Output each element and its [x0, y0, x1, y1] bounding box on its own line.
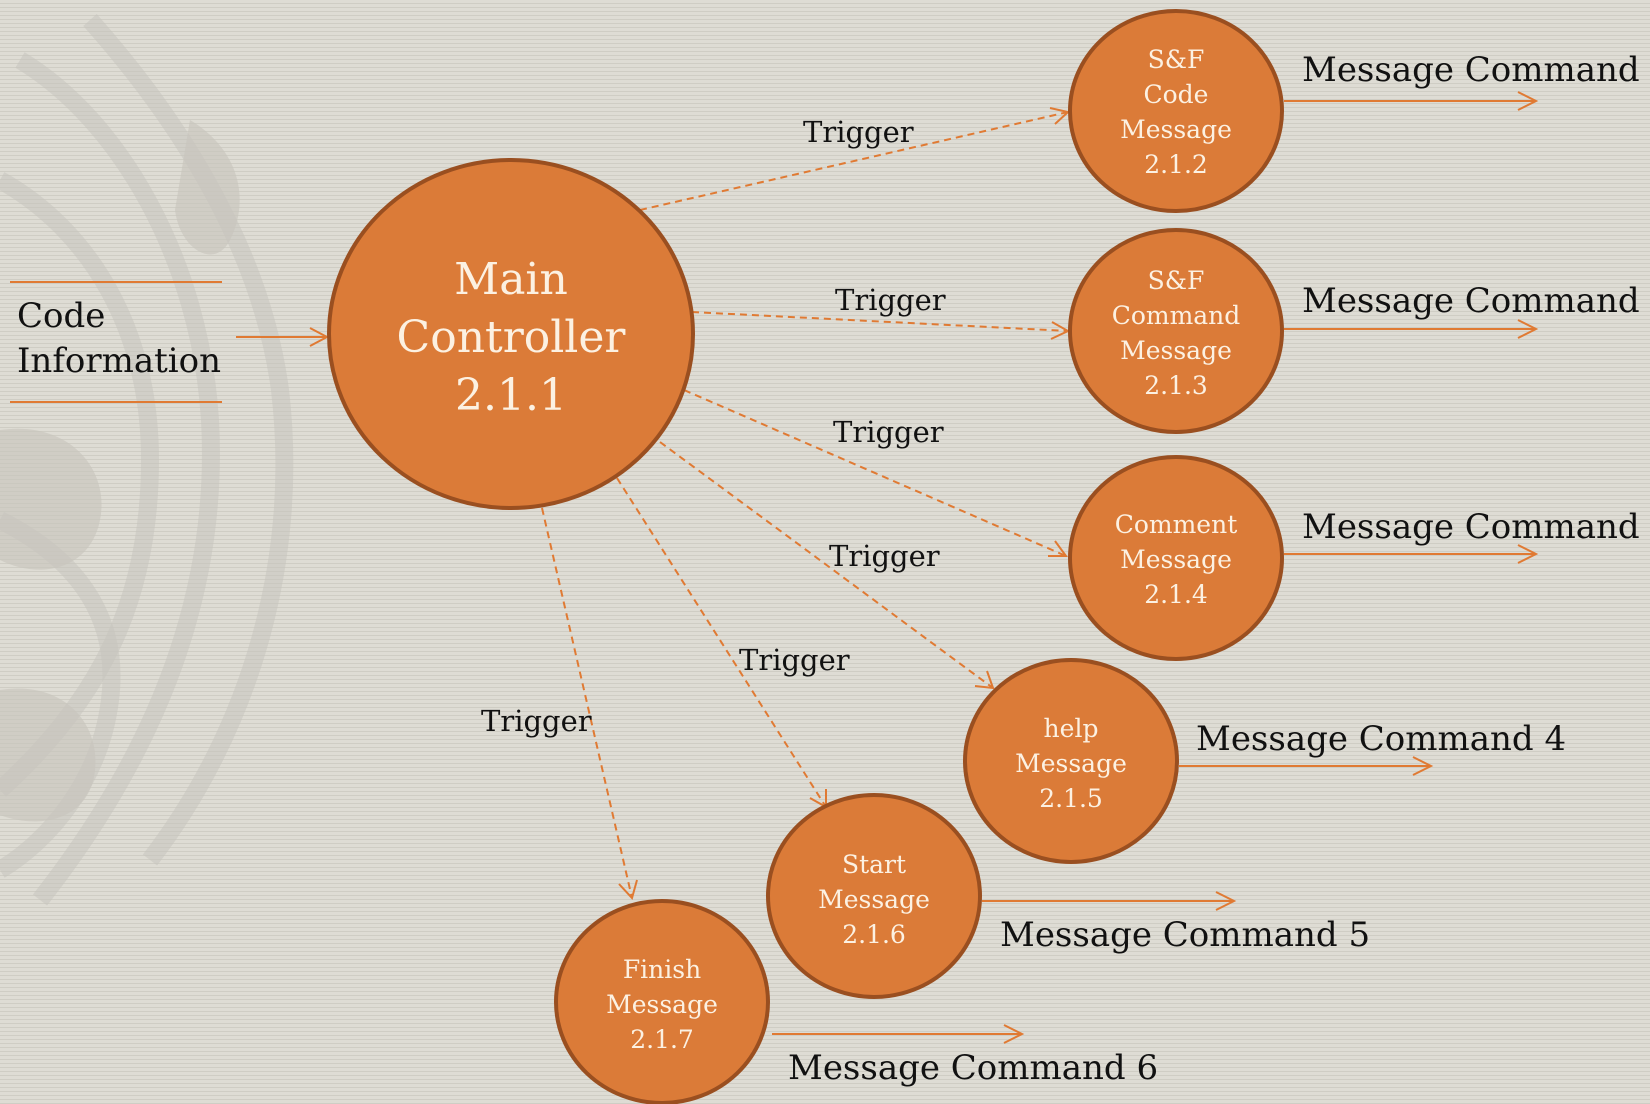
output-label-3: Message Command 3 [1302, 507, 1650, 547]
process-node-label-line: Finish [623, 955, 701, 984]
process-node-circle [1068, 455, 1284, 661]
trigger-label: Trigger [739, 643, 850, 677]
trigger-arrowhead-2-1-4 [1048, 540, 1068, 557]
input-store: Code Information [10, 281, 330, 403]
process-node-circle [963, 658, 1179, 864]
trigger-label: Trigger [829, 539, 940, 573]
output-arrowhead-4 [1412, 756, 1434, 776]
output-label-4: Message Command 4 [1196, 719, 1566, 759]
trigger-edges [541, 107, 1071, 900]
process-node-label-line: help [1044, 714, 1099, 743]
trigger-edge-2-1-4 [683, 389, 1067, 557]
input-label-line-2: Information [17, 341, 221, 381]
main-controller-circle [327, 158, 695, 510]
output-arrowhead-2 [1517, 319, 1539, 339]
output-labels: Message Command 1 Message Command 2 Mess… [788, 50, 1650, 1088]
process-node-label-line: 2.1.4 [1144, 580, 1208, 609]
process-node-circle [554, 899, 770, 1104]
trigger-edge-2-1-2 [639, 111, 1069, 211]
trigger-edge-2-1-7 [541, 507, 633, 899]
trigger-edge-2-1-5 [659, 441, 994, 689]
output-arrows [772, 91, 1539, 1044]
main-controller-label-line-2: Controller [397, 312, 627, 363]
input-arrowhead [309, 327, 330, 347]
main-controller-label-line-1: Main [454, 254, 568, 305]
process-node-2-1-7: Finish Message 2.1.7 [554, 899, 770, 1104]
input-label-line-1: Code [17, 296, 105, 336]
process-node-label-line: S&F [1148, 266, 1205, 295]
output-arrowhead-5 [1215, 891, 1237, 911]
trigger-edge-2-1-6 [616, 477, 827, 808]
process-node-label-line: Message [606, 990, 718, 1019]
trigger-labels: Trigger Trigger Trigger Trigger Trigger … [481, 115, 946, 738]
process-node-label-line: 2.1.6 [842, 920, 906, 949]
process-node-label-line: 2.1.2 [1144, 150, 1208, 179]
output-label-6: Message Command 6 [788, 1048, 1158, 1088]
output-label-5: Message Command 5 [1000, 915, 1370, 955]
trigger-arrowhead-2-1-2 [1049, 107, 1071, 125]
output-label-1: Message Command 1 [1302, 50, 1650, 90]
process-node-label-line: Comment [1115, 510, 1238, 539]
process-node-2-1-2: S&F Code Message 2.1.2 [1068, 9, 1284, 213]
output-label-2: Message Command 2 [1302, 281, 1650, 321]
process-node-circle [1068, 228, 1284, 434]
output-arrowhead-6 [1003, 1024, 1025, 1044]
process-node-2-1-4: Comment Message 2.1.4 [1068, 455, 1284, 661]
process-node-label-line: S&F [1148, 45, 1205, 74]
process-node-circle [766, 793, 982, 999]
output-arrowhead-1 [1517, 91, 1539, 111]
main-controller-node: Main Controller 2.1.1 [327, 158, 695, 510]
decorative-swirl-pattern [0, 14, 294, 906]
process-node-label-line: Message [1120, 545, 1232, 574]
process-node-label-line: Code [1144, 80, 1209, 109]
main-controller-label-line-3: 2.1.1 [455, 370, 567, 421]
process-node-label-line: Message [1120, 115, 1232, 144]
process-node-label-line: Start [842, 850, 906, 879]
process-node-label-line: 2.1.5 [1039, 784, 1103, 813]
trigger-label: Trigger [803, 115, 914, 149]
trigger-arrowhead-2-1-7 [618, 879, 638, 900]
trigger-label: Trigger [835, 283, 946, 317]
process-node-2-1-5: help Message 2.1.5 [963, 658, 1179, 864]
trigger-arrowhead-2-1-5 [974, 670, 995, 690]
process-node-2-1-6: Start Message 2.1.6 [766, 793, 982, 999]
trigger-label: Trigger [481, 704, 592, 738]
output-arrowhead-3 [1517, 544, 1539, 564]
trigger-edge-2-1-3 [691, 311, 1069, 332]
process-node-label-line: 2.1.7 [630, 1025, 694, 1054]
process-node-2-1-3: S&F Command Message 2.1.3 [1068, 228, 1284, 434]
process-node-label-line: Message [1015, 749, 1127, 778]
trigger-label: Trigger [833, 415, 944, 449]
process-node-label-line: 2.1.3 [1144, 371, 1208, 400]
process-node-label-line: Message [818, 885, 930, 914]
process-node-circle [1068, 9, 1284, 213]
process-node-label-line: Command [1112, 301, 1241, 330]
process-node-label-line: Message [1120, 336, 1232, 365]
